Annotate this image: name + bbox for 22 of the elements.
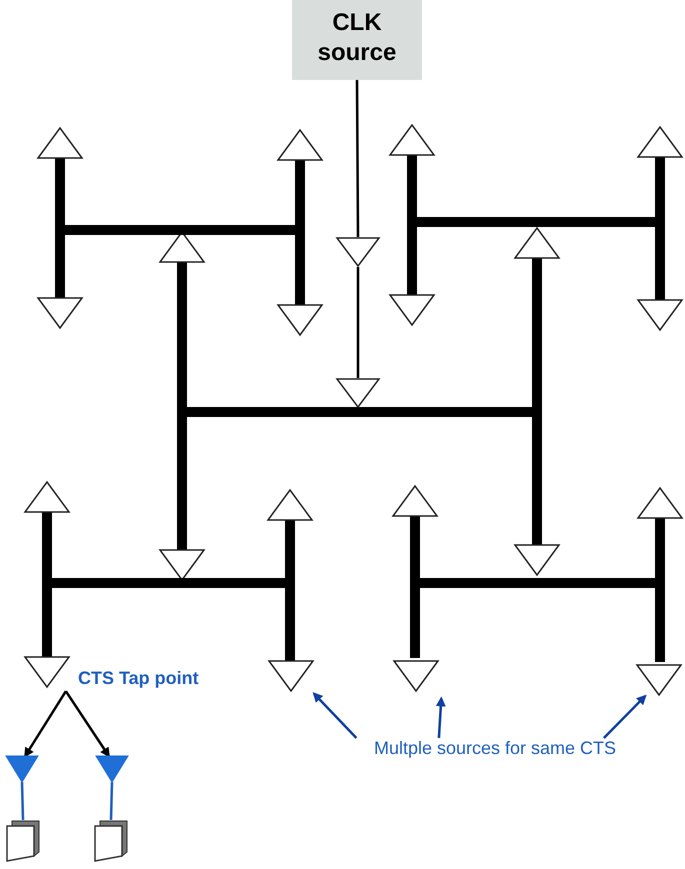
arrow <box>312 692 358 739</box>
buffer-triangle <box>393 660 439 692</box>
annotation-text: Multple sources for same CTS <box>330 738 660 766</box>
buffer-triangle <box>96 756 128 782</box>
arrow <box>24 690 67 758</box>
clock-source-box: CLK source <box>292 0 422 80</box>
connector-line <box>356 80 360 237</box>
arrow <box>64 690 110 758</box>
buffer-triangle <box>336 237 380 267</box>
flip-flop-box <box>94 820 128 862</box>
arrow <box>436 696 446 738</box>
connector-line <box>110 782 114 820</box>
buffer-triangle <box>6 756 38 782</box>
connector-line <box>20 782 24 820</box>
flip-flop-box <box>6 820 40 862</box>
buffer-triangle <box>336 378 380 408</box>
tap-point-label: CTS Tap point <box>78 668 199 689</box>
buffer-triangle <box>24 656 70 688</box>
buffer-triangle <box>268 660 314 692</box>
arrow <box>603 694 647 739</box>
buffer-triangle <box>636 664 682 696</box>
connector-line <box>356 267 360 378</box>
